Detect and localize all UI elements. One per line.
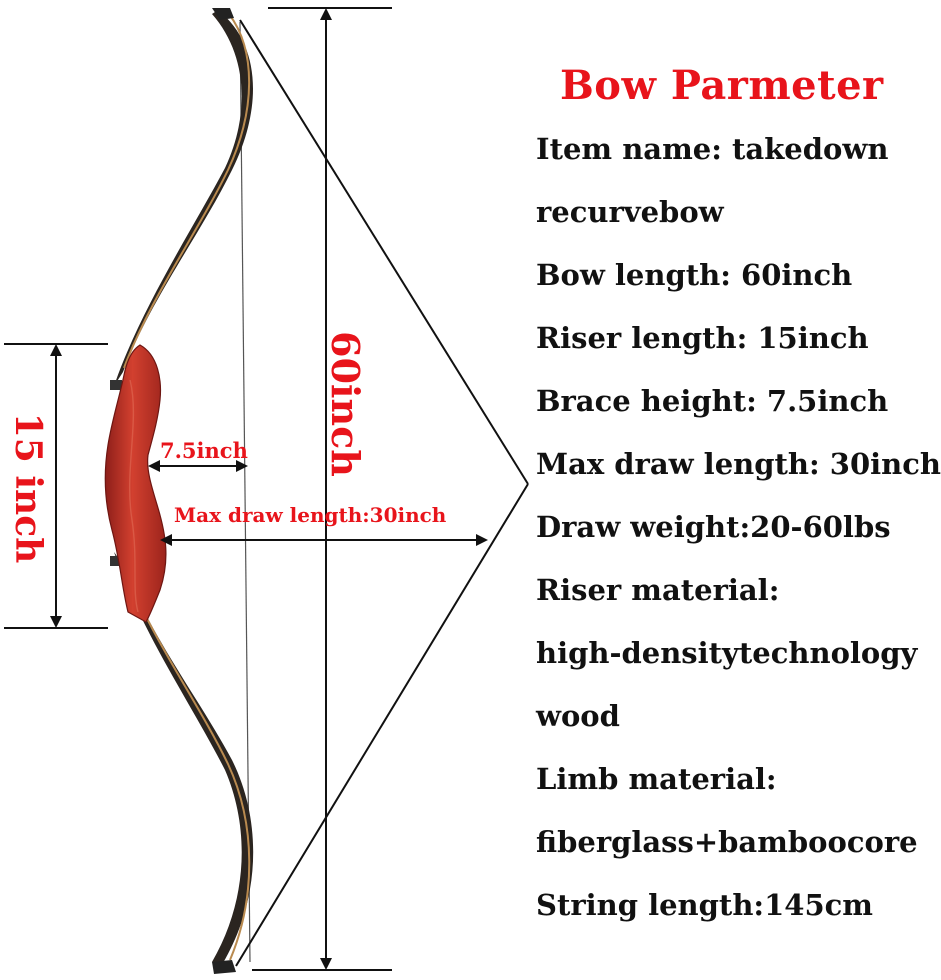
upper-limb-bolt <box>110 380 122 390</box>
spec-line: Item name: takedown <box>536 132 889 166</box>
spec-title: Bow Parmeter <box>560 62 884 109</box>
upper-limb-tip <box>212 8 234 20</box>
spec-line: fiberglass+bamboocore <box>536 825 918 859</box>
upper-limb <box>114 10 253 386</box>
spec-line: Riser material: <box>536 573 780 607</box>
riser <box>104 344 167 623</box>
spec-line: Brace height: 7.5inch <box>536 384 889 418</box>
drawn-string-upper <box>239 19 529 485</box>
spec-line: wood <box>536 699 620 733</box>
bow-length-label: 60inch <box>323 331 368 477</box>
riser-length-label: 15 inch <box>7 413 49 564</box>
spec-line: Draw weight:20-60lbs <box>536 510 891 544</box>
lower-limb <box>114 552 254 968</box>
spec-list: Item name: takedown recurvebow Bow lengt… <box>536 122 941 941</box>
bow-string <box>239 21 251 963</box>
brace-height-label: 7.5inch <box>160 438 248 463</box>
lower-limb-bolt <box>110 556 122 566</box>
drawn-string-lower <box>235 483 529 967</box>
spec-line: high-densitytechnology <box>536 636 918 670</box>
spec-line: String length:145cm <box>536 888 873 922</box>
lower-limb-tip <box>212 960 236 974</box>
spec-line: Max draw length: 30inch <box>536 447 941 481</box>
spec-line: Limb material: <box>536 762 777 796</box>
riser-grain <box>128 379 139 613</box>
spec-line: Riser length: 15inch <box>536 321 869 355</box>
draw-length-label: Max draw length:30inch <box>174 503 447 527</box>
spec-line: recurvebow <box>536 195 724 229</box>
spec-line: Bow length: 60inch <box>536 258 853 292</box>
